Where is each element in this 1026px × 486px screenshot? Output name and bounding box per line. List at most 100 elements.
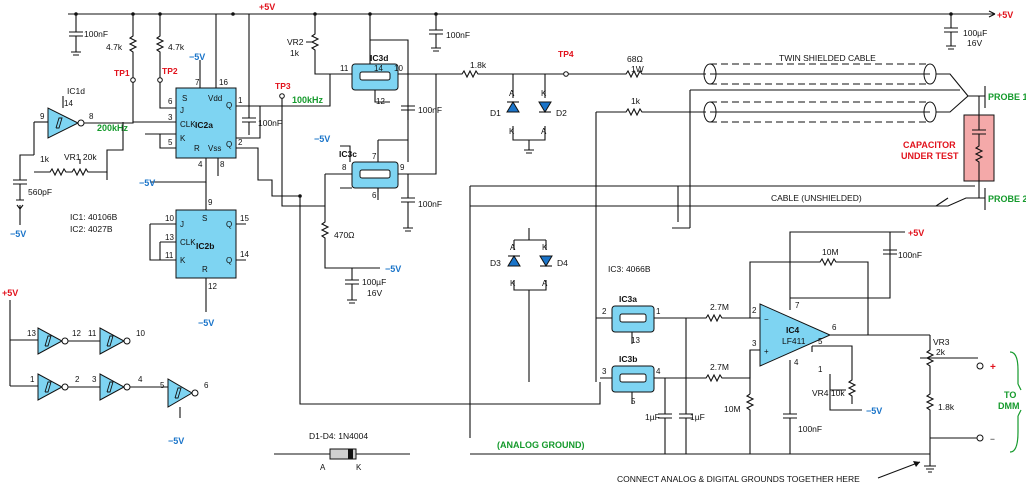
ic2a-j: J [180, 106, 184, 115]
d3-a: A [510, 243, 516, 252]
cap-top-left-label: 100nF [84, 29, 108, 39]
ic2a-vdd: Vdd [208, 94, 222, 103]
freq-200k: 200kHz [97, 123, 129, 133]
dmm-name: DMM [998, 401, 1020, 411]
ic3c-p6: 6 [372, 191, 377, 200]
dmm-plus: + [990, 362, 996, 373]
ic1d-pin14: 14 [64, 99, 73, 108]
d4-k: K [542, 243, 548, 252]
cap-ic2 [242, 14, 256, 135]
c100-ic4-label: 100nF [898, 250, 922, 260]
ic2b-p12: 12 [208, 282, 217, 291]
c100u-ra: 100µF [963, 28, 987, 38]
twin-shielded-cable [672, 63, 985, 229]
c1u-a-label: 1µF [645, 412, 660, 422]
ic2a-p7: 7 [195, 78, 200, 87]
capacitor-top-left [69, 14, 83, 56]
c100-vr4-label: 100nF [798, 424, 822, 434]
d3-k: K [510, 279, 516, 288]
d1-label: D1 [490, 108, 501, 118]
inv-4: 4 [138, 375, 143, 384]
resistor-4k7-a [128, 14, 138, 122]
supply-label-right: +5V [997, 10, 1013, 20]
ic2a-p1: 1 [238, 96, 243, 105]
ic1-list: IC1: 40106B [70, 212, 118, 222]
c100u-a: 100µF [362, 277, 386, 287]
ground-note: CONNECT ANALOG & DIGITAL GROUNDS TOGETHE… [617, 474, 860, 484]
ic3c-p8: 8 [342, 163, 347, 172]
ic3d-p12: 12 [376, 97, 385, 106]
ic3c-p9: 9 [400, 163, 405, 172]
resistors-2m7 [658, 313, 760, 438]
ic2a-p16: 16 [219, 78, 228, 87]
ic4-p1: 1 [818, 365, 823, 374]
tp2-label: TP2 [162, 66, 178, 76]
ic3b-p3: 3 [602, 367, 607, 376]
ic2a-p3: 3 [168, 113, 173, 122]
inv-13: 13 [27, 329, 36, 338]
resistor-1k-b [595, 107, 706, 382]
probe2-label: PROBE 2 [988, 194, 1026, 204]
ic4-p2: 2 [752, 306, 757, 315]
ic2-list: IC2: 4027B [70, 224, 113, 234]
vr3-label-b: 2k [936, 347, 946, 357]
ic3d-p11: 11 [340, 64, 349, 73]
ic2a-clk: CLK [180, 120, 196, 129]
ic4-p6: 6 [832, 323, 837, 332]
ic2b-p14: 14 [240, 250, 249, 259]
dut-label-1: CAPACITOR [903, 140, 956, 150]
ic4-part: LF411 [782, 336, 806, 346]
cap-top-middle [429, 14, 443, 52]
cable-unsh-label: CABLE (UNSHIELDED) [771, 193, 862, 203]
ic3b-p5: 5 [631, 397, 636, 406]
ic2b-chip [149, 182, 246, 296]
analog-ground-bus [470, 438, 930, 455]
vr4-label: VR4 10k [812, 388, 845, 398]
m5-ic2top: −5V [189, 52, 205, 62]
analog-ground-label: (ANALOG GROUND) [497, 440, 585, 450]
ic4-minus: − [764, 315, 769, 324]
top-supply-rail [68, 10, 996, 18]
d4-a: A [542, 279, 548, 288]
resistor-4k7-b [155, 14, 176, 109]
ic2b-r: R [202, 265, 208, 274]
inv-11: 11 [88, 329, 97, 338]
m5-vr4: −5V [866, 406, 882, 416]
ic2b-k: K [180, 256, 186, 265]
ic2b-p15: 15 [240, 214, 249, 223]
r68-label-b: 1W [631, 64, 644, 74]
ic4-plus: + [764, 347, 769, 356]
ic2a-r: R [194, 144, 200, 153]
ic1d-inverter [33, 96, 176, 155]
d2-label: D2 [556, 108, 567, 118]
vr3-label-a: VR3 [933, 337, 950, 347]
diode-pkg-a: A [320, 463, 326, 472]
d4-label: D4 [557, 258, 568, 268]
ic3c-p7: 7 [372, 152, 377, 161]
ic4-opamp [749, 231, 930, 438]
ic3d-switch [314, 14, 436, 120]
ic2a-vss: Vss [208, 144, 221, 153]
resistor-1k8 [436, 69, 564, 79]
cap-470-elec [345, 268, 359, 304]
output-divider [920, 335, 984, 473]
ic2b-j: J [180, 220, 184, 229]
c560-label: 560pF [28, 187, 52, 197]
r47a-label: 4.7k [106, 42, 123, 52]
ic2a-chip [145, 14, 261, 183]
dut-label-2: UNDER TEST [901, 151, 959, 161]
diode-package [274, 448, 410, 460]
ic3d-p10: 10 [394, 64, 403, 73]
r470-label: 470Ω [334, 230, 355, 240]
d1-a: A [509, 89, 515, 98]
unshielded-cable [469, 185, 985, 438]
ic2a-qb: Q [226, 140, 232, 149]
cable-twin-label: TWIN SHIELDED CABLE [779, 53, 876, 63]
ic2b-s: S [202, 214, 207, 223]
cap-ic4-supply [883, 232, 897, 266]
diode-note: D1-D4: 1N4004 [309, 431, 368, 441]
probes [963, 86, 995, 210]
dmm-to: TO [1004, 390, 1016, 400]
r10m-g-label: 10M [724, 404, 741, 414]
